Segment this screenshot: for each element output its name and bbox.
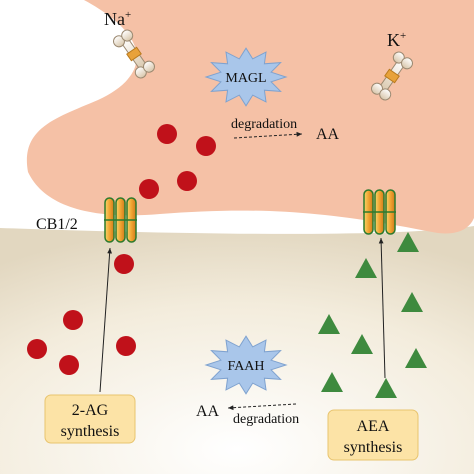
cb-receptor-left — [104, 197, 137, 243]
aea-molecule — [321, 372, 343, 392]
aea-molecule — [397, 232, 419, 252]
2ag-molecules — [27, 124, 216, 375]
bottom-degradation-arrow — [227, 403, 297, 411]
2ag-molecule — [27, 339, 47, 359]
cb-receptor-right — [363, 189, 396, 235]
aea-molecule — [401, 292, 423, 312]
2ag-molecule — [139, 179, 159, 199]
2ag-molecule — [196, 136, 216, 156]
2ag-molecule — [59, 355, 79, 375]
aea-molecules — [318, 232, 427, 398]
aea-synthesis-line1: AEA — [357, 418, 390, 435]
aea-release-arrow — [378, 237, 386, 379]
aea-synthesis-line2: synthesis — [344, 439, 403, 456]
cb-receptor-label: CB1/2 — [36, 216, 78, 233]
2ag-molecule — [114, 254, 134, 274]
top-degradation-label: degradation — [231, 117, 297, 132]
magl-label: MAGL — [225, 71, 266, 86]
aea-molecule — [405, 348, 427, 368]
bottom-degradation-label: degradation — [233, 412, 299, 427]
2ag-molecule — [63, 310, 83, 330]
top-product-label: AA — [316, 126, 340, 143]
faah-label: FAAH — [227, 359, 264, 374]
2ag-release-arrow — [99, 247, 113, 393]
aea-molecule — [351, 334, 373, 354]
2ag-synthesis-box: 2-AG synthesis — [44, 394, 136, 444]
aea-molecule — [318, 314, 340, 334]
faah-enzyme: FAAH — [204, 335, 288, 395]
sodium-channel — [113, 29, 155, 79]
2ag-molecule — [157, 124, 177, 144]
2ag-molecule — [177, 171, 197, 191]
potassium-label: K+ — [387, 30, 406, 50]
aea-molecule — [375, 378, 397, 398]
top-degradation-arrow — [233, 131, 303, 139]
aea-synthesis-box: AEA synthesis — [327, 409, 419, 461]
magl-enzyme: MAGL — [204, 47, 288, 107]
sodium-label: Na+ — [104, 9, 131, 29]
2ag-molecule — [116, 336, 136, 356]
potassium-channel — [371, 51, 413, 101]
2ag-synthesis-line2: synthesis — [61, 423, 120, 440]
2ag-synthesis-line1: 2-AG — [72, 402, 109, 419]
bottom-product-label: AA — [196, 403, 220, 420]
aea-molecule — [355, 258, 377, 278]
